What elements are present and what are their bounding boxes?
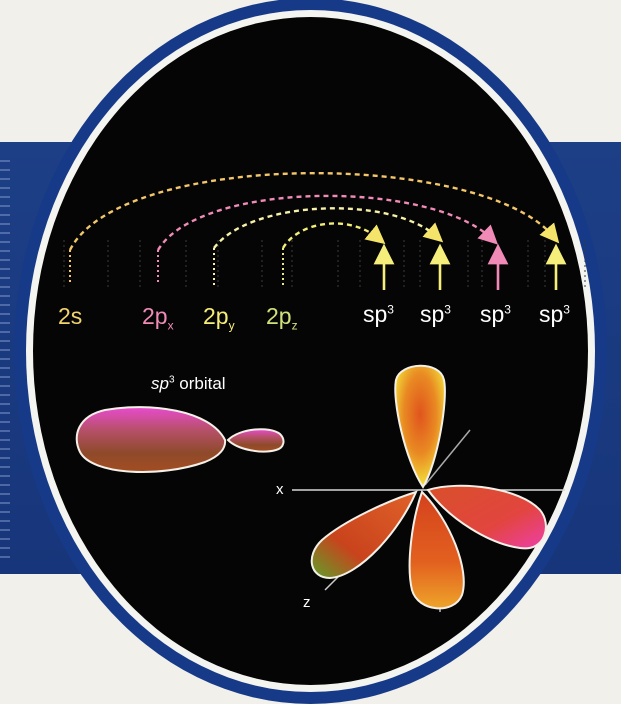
label-2py: 2py bbox=[203, 305, 235, 332]
label-2px: 2px bbox=[142, 305, 174, 332]
arc-2pz bbox=[283, 223, 378, 248]
sp3-orbital-caption: sp3 orbital bbox=[151, 374, 226, 394]
arc-2s bbox=[70, 173, 553, 250]
axis-label-z: z bbox=[303, 594, 311, 611]
arc-2py bbox=[214, 208, 436, 248]
sp3-orbital-shape bbox=[77, 407, 284, 472]
label-sp3-2: sp3 bbox=[420, 303, 451, 326]
label-2pz: 2pz bbox=[266, 305, 298, 332]
label-sp3-3: sp3 bbox=[480, 303, 511, 326]
label-sp3-1: sp3 bbox=[363, 303, 394, 326]
lobe-left bbox=[312, 492, 416, 578]
label-sp3-4: sp3 bbox=[539, 303, 570, 326]
tetrahedral-orbitals bbox=[312, 366, 546, 609]
axis-label-x: x bbox=[276, 481, 284, 498]
label-2s: 2s bbox=[58, 305, 82, 328]
